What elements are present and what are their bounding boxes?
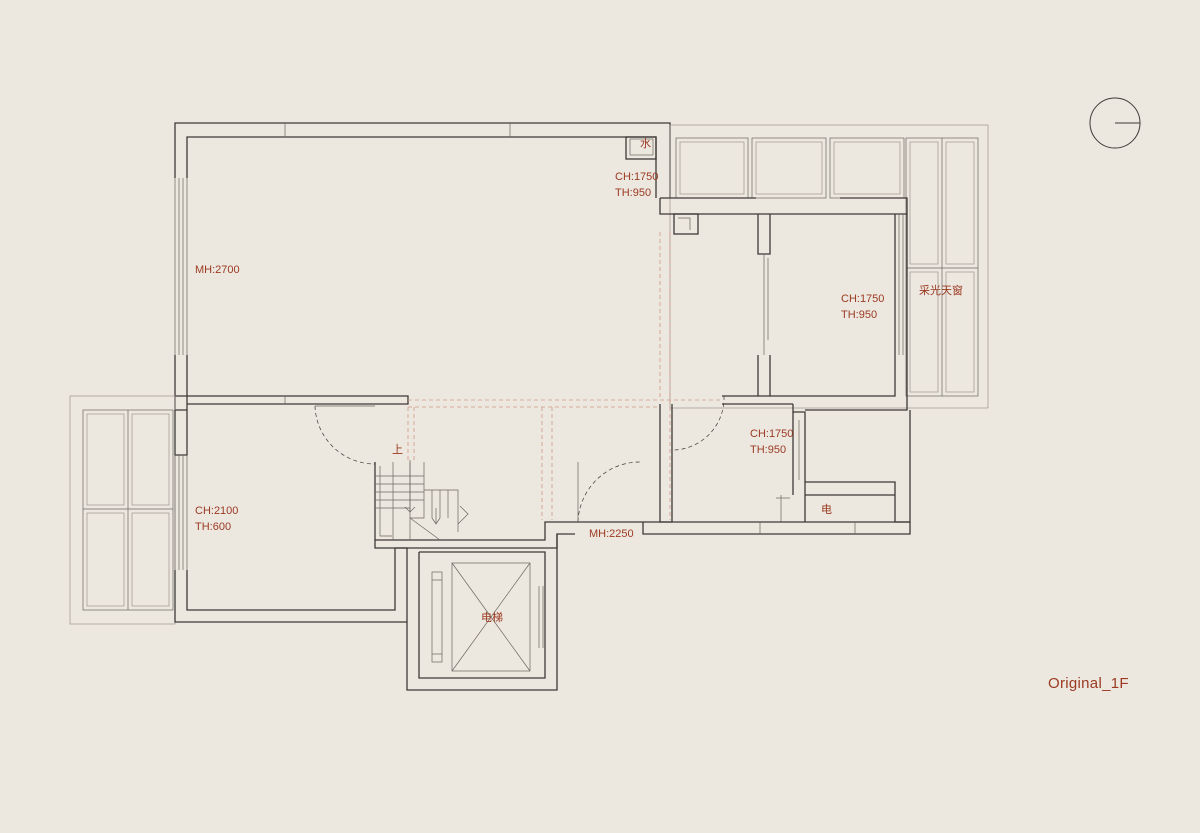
transom-height-label: TH:600 — [195, 521, 232, 533]
electric-room-label: 电 — [821, 504, 832, 516]
top-balcony — [669, 124, 989, 409]
elevator-label: 电梯 — [481, 612, 503, 624]
max-height-label: MH:2250 — [589, 528, 634, 540]
transom-height-label: TH:950 — [750, 444, 787, 456]
door-swings — [314, 395, 725, 523]
plan-title: Original_1F — [1048, 675, 1129, 692]
living-room-walls — [174, 122, 671, 411]
staircase — [374, 460, 575, 549]
skylight-label: 采光天窗 — [919, 285, 963, 297]
water-shaft — [625, 136, 657, 160]
lower-left-room-walls — [174, 410, 558, 691]
transom-height-label: TH:950 — [615, 187, 652, 199]
elevator-shaft — [431, 562, 544, 672]
transom-height-label: TH:950 — [841, 309, 878, 321]
ceiling-height-label: CH:1750 — [841, 293, 885, 305]
left-balcony — [69, 395, 176, 625]
reference-lines — [407, 232, 722, 520]
orientation-marker-icon — [1089, 97, 1141, 149]
mid-right-walls — [575, 404, 911, 535]
stair-up-label: 上 — [392, 444, 403, 456]
max-height-label: MH:2700 — [195, 264, 240, 276]
ceiling-height-label: CH:1750 — [615, 171, 659, 183]
skylight-panels — [905, 137, 979, 397]
water-shaft-label: 水 — [640, 138, 651, 150]
right-room-walls — [659, 197, 908, 411]
ceiling-height-label: CH:1750 — [750, 428, 794, 440]
ceiling-height-label: CH:2100 — [195, 505, 239, 517]
